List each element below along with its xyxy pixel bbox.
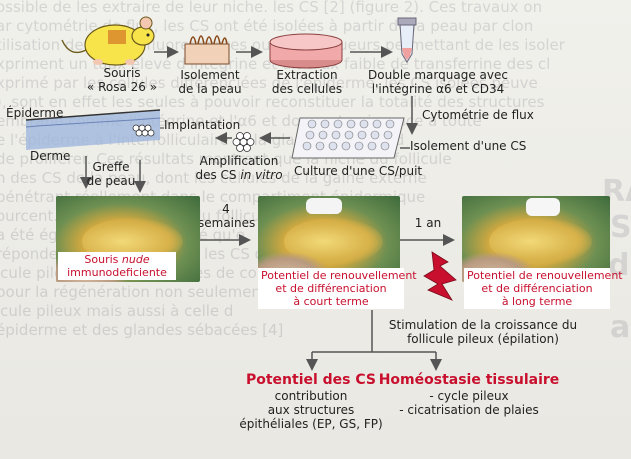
label-1-year: 1 an (414, 216, 442, 230)
tube-icon (397, 17, 417, 63)
step-marking-label: Double marquage avec l'intégrine α6 et C… (362, 68, 514, 96)
label-derme: Derme (30, 149, 71, 163)
outcome-potential-title: Potentiel des CS (245, 372, 377, 388)
weeks4-line1: 4 (222, 202, 230, 216)
background-text-line: pour la régénération non seulemen (0, 283, 261, 301)
caption-long-term: Potentiel de renouvellement et de différ… (464, 268, 623, 309)
multiwell-plate-icon (291, 117, 405, 159)
background-text-line: xprimé par les cellules différenciées de… (0, 74, 538, 92)
caption-nude-line2: immunodeficiente (67, 266, 167, 279)
background-text-line: ), sont en effet les seules à pouvoir re… (0, 93, 545, 111)
amplification-italic: in vitro (240, 168, 283, 182)
photo-long-term (462, 196, 610, 282)
background-bold-2: S (610, 210, 631, 245)
caption-short-line3: à court terme (293, 295, 369, 308)
outcome-homeostasis: Homéostasie tissulaire - cycle pileux - … (374, 372, 564, 417)
outcome-potential-line3: épithéliales (EP, GS, FP) (239, 417, 383, 431)
stimulation-line2: follicule pileux (épilation) (407, 332, 559, 346)
stimulation-label: Stimulation de la croissance du follicul… (378, 318, 588, 346)
background-text-line: épiderme et des glandes sébacées [4] (0, 321, 284, 339)
step-marking-line2: l'intégrine α6 et CD34 (371, 82, 505, 96)
step-cells-line2: des cellules (271, 82, 343, 96)
step-mouse-line2: « Rosa 26 » (86, 80, 158, 94)
caption-long-line2: et de différenciation (481, 282, 593, 295)
step-amplification-line1: Amplification (199, 154, 279, 168)
background-text-line: icule pileux mais aussi à celle d (0, 302, 234, 320)
outcome-homeostasis-title: Homéostasie tissulaire (378, 372, 560, 388)
caption-short-line1: Potentiel de renouvellement (261, 269, 417, 282)
petri-dish-icon (269, 33, 343, 69)
step-graft-label: Greffe de peau (86, 160, 136, 188)
graft-patch-2 (526, 198, 560, 216)
weeks4-line2: semaines (198, 216, 256, 230)
outcome-potential-line2: aux structures (267, 403, 355, 417)
step-amplification-line2: des CS in vitro (190, 168, 288, 182)
background-bold-3: d (608, 248, 630, 283)
cell-cluster-icon (232, 132, 255, 152)
outcome-homeostasis-line1: - cycle pileux (429, 389, 509, 403)
step-graft-line2: de peau (86, 174, 136, 188)
amplification-prefix: des CS (195, 168, 241, 182)
mouse-icon (61, 16, 155, 66)
step-flow-label: Cytométrie de flux (422, 108, 534, 122)
outcome-potential: Potentiel des CS contribution aux struct… (226, 372, 396, 431)
caption-short-term: Potentiel de renouvellement et de différ… (258, 268, 417, 309)
label-epiderme: Épiderme (6, 106, 64, 120)
skin-strip-icon (184, 35, 230, 65)
label-4-weeks: 4 semaines (198, 202, 256, 230)
step-skin-line1: Isolement (180, 68, 240, 82)
outcome-potential-line1: contribution (274, 389, 348, 403)
lightning-icon (423, 251, 457, 301)
step-skin-label: Isolement de la peau (168, 68, 252, 96)
caption-nude: Souris nude immunodeficiente (58, 252, 176, 280)
step-cells-label: Extraction des cellules (264, 68, 350, 96)
step-implant-label: Implantation (164, 118, 241, 132)
outcome-homeostasis-line2: - cicatrisation de plaies (399, 403, 539, 417)
step-skin-line2: de la peau (178, 82, 242, 96)
step-marking-line1: Double marquage avec (368, 68, 508, 82)
caption-short-line2: et de différenciation (275, 282, 387, 295)
caption-long-line1: Potentiel de renouvellement (467, 269, 623, 282)
caption-nude-prefix: Souris (84, 253, 122, 266)
step-isolate-label: Isolement d'une CS (410, 139, 527, 153)
caption-long-line3: à long terme (501, 295, 573, 308)
caption-nude-line1: Souris nude (61, 253, 173, 266)
background-text-line: ossible de les extraire de leur niche. l… (0, 0, 543, 16)
background-text-line: pénétrant réellement dans le compartimen… (0, 188, 426, 206)
step-cells-line1: Extraction (276, 68, 338, 82)
skin-graft-icon (25, 109, 161, 150)
caption-nude-italic: nude (121, 253, 150, 266)
step-mouse-line1: Souris (103, 66, 141, 80)
step-amplification-label: Amplification des CS in vitro (190, 154, 288, 182)
photo-short-term (258, 196, 400, 282)
background-text-line: de proliférer. Ces résultats montrent qu… (0, 150, 452, 168)
stimulation-line1: Stimulation de la croissance du (388, 318, 578, 332)
step-culture-label: Culture d'une CS/puit (294, 164, 423, 178)
step-graft-line1: Greffe (92, 160, 130, 174)
step-mouse-label: Souris « Rosa 26 » (82, 66, 162, 94)
background-bold-4: a (610, 310, 631, 345)
graft-patch-1 (306, 198, 342, 214)
